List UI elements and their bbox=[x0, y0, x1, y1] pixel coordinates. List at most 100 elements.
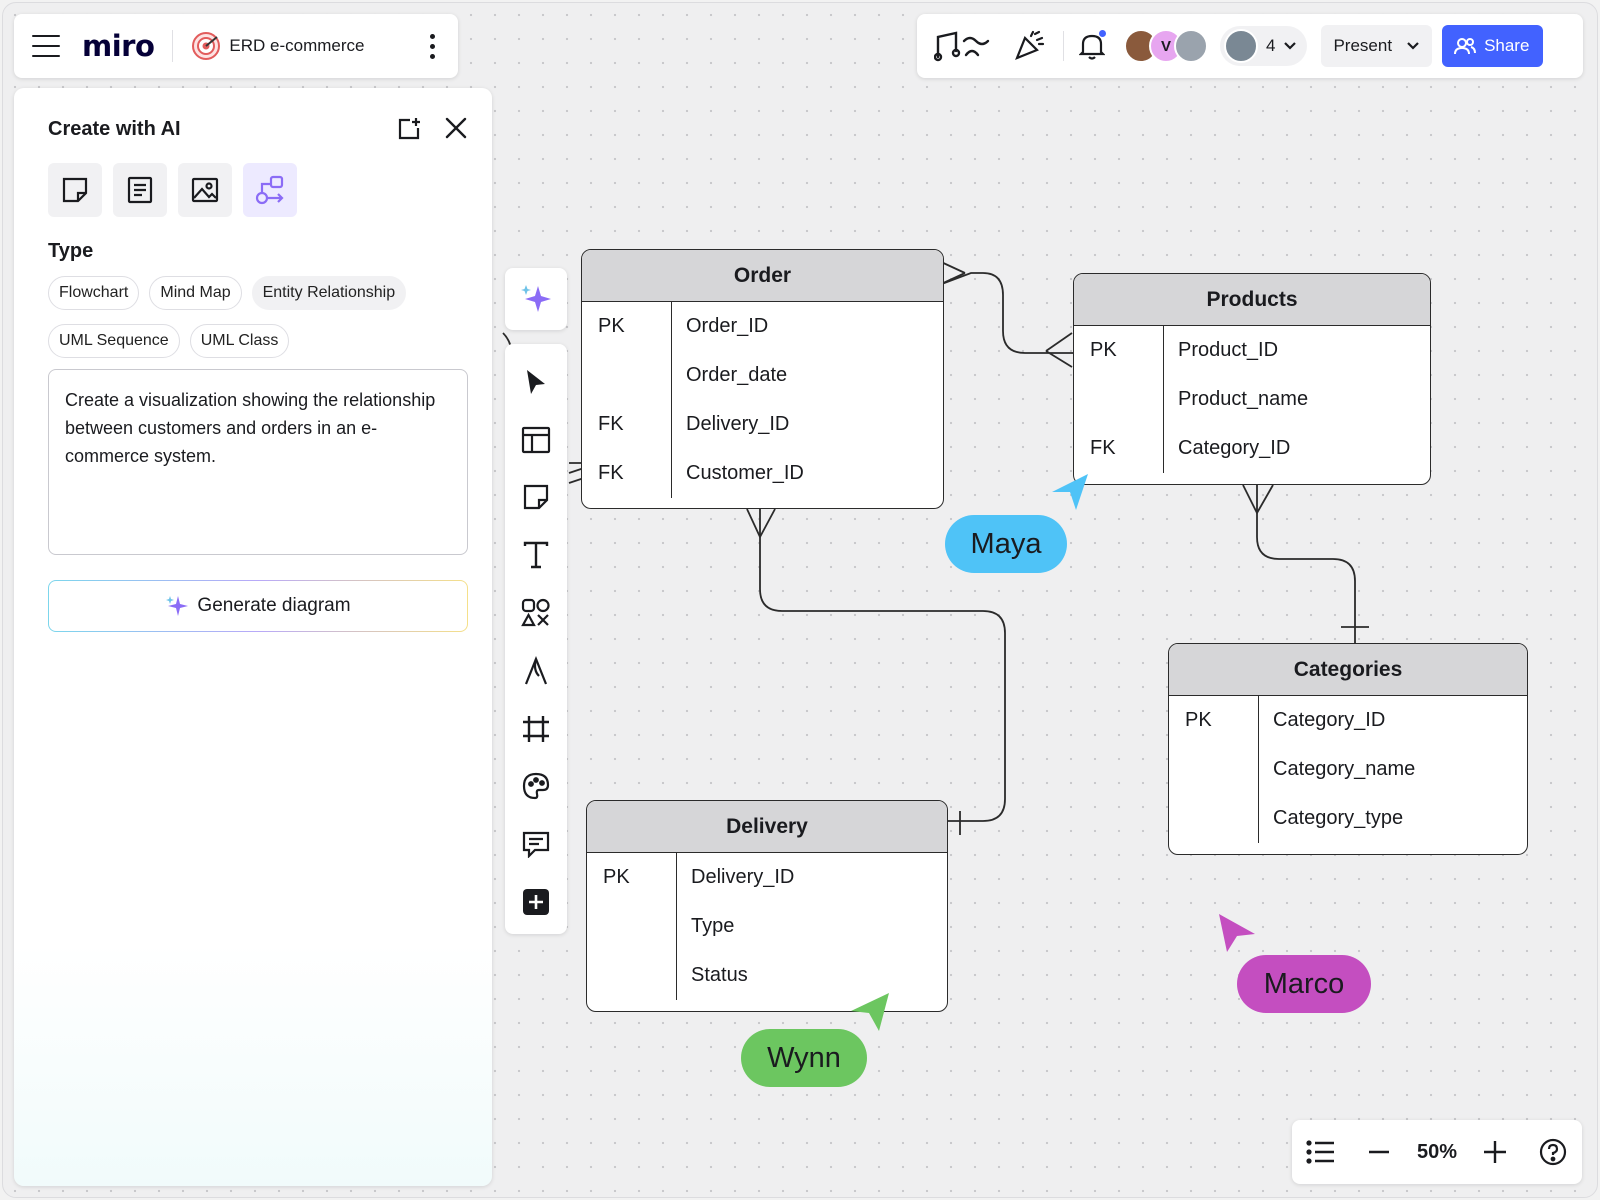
divider bbox=[172, 30, 174, 62]
frame-tool[interactable] bbox=[513, 703, 559, 755]
avatar[interactable] bbox=[1174, 29, 1208, 63]
key-cell: PK bbox=[1185, 709, 1212, 731]
document-icon bbox=[127, 176, 153, 204]
field-cell: Type bbox=[691, 915, 735, 937]
key-cell bbox=[1074, 375, 1163, 424]
erd-table-categories[interactable]: Categories PK Category_ID Category_name … bbox=[1168, 643, 1528, 855]
music-icon[interactable] bbox=[931, 26, 995, 66]
more-options-icon[interactable] bbox=[428, 33, 436, 59]
field-cell: Category_name bbox=[1273, 758, 1416, 780]
stickers-tool[interactable] bbox=[513, 761, 559, 813]
palette-icon bbox=[522, 773, 550, 800]
chip-entity-relationship[interactable]: Entity Relationship bbox=[251, 276, 407, 310]
field-cell: Category_ID bbox=[1178, 437, 1291, 459]
plus-square-icon bbox=[523, 889, 549, 916]
key-cell bbox=[582, 351, 671, 400]
templates-tool[interactable] bbox=[513, 414, 559, 466]
list-icon bbox=[1306, 1140, 1334, 1164]
field-cell: Product_ID bbox=[1178, 339, 1279, 361]
key-cell: FK bbox=[598, 413, 624, 435]
pen-tool[interactable] bbox=[513, 645, 559, 697]
prompt-input[interactable]: Create a visualization showing the relat… bbox=[48, 369, 468, 555]
creation-toolbar bbox=[505, 344, 567, 934]
key-cell: FK bbox=[1090, 437, 1116, 459]
type-label: Type bbox=[48, 240, 94, 262]
present-button[interactable]: Present bbox=[1321, 25, 1433, 67]
hamburger-menu-icon[interactable] bbox=[32, 35, 60, 57]
cursor-name-marco: Marco bbox=[1237, 955, 1371, 1013]
field-cell: Order_ID bbox=[686, 315, 769, 337]
cursor-name-wynn: Wynn bbox=[741, 1029, 867, 1087]
chevron-down-icon bbox=[1407, 42, 1419, 50]
chip-mind-map[interactable]: Mind Map bbox=[149, 276, 242, 310]
wynn-cursor-icon bbox=[851, 993, 889, 1031]
comment-tool[interactable] bbox=[513, 818, 559, 870]
sticky-note-tool[interactable] bbox=[513, 472, 559, 524]
erd-table-order[interactable]: Order PK FK FK Order_ID Order_date Deliv… bbox=[581, 249, 944, 509]
chip-uml-sequence[interactable]: UML Sequence bbox=[48, 324, 180, 358]
field-cell: Product_name bbox=[1178, 388, 1309, 410]
board-title[interactable]: ERD e-commerce bbox=[229, 36, 365, 55]
text-icon bbox=[523, 542, 549, 569]
help-button[interactable] bbox=[1533, 1132, 1573, 1172]
diagram-tool[interactable] bbox=[243, 163, 297, 217]
key-cell bbox=[1169, 745, 1258, 794]
generate-diagram-button[interactable]: Generate diagram bbox=[48, 580, 468, 632]
shapes-tool[interactable] bbox=[513, 587, 559, 639]
marco-cursor-icon bbox=[1219, 914, 1255, 952]
ai-sparkle-button[interactable] bbox=[505, 268, 567, 330]
table-title: Categories bbox=[1169, 644, 1527, 696]
plus-icon bbox=[1483, 1141, 1506, 1163]
chip-flowchart[interactable]: Flowchart bbox=[48, 276, 140, 310]
comment-icon bbox=[522, 832, 550, 859]
document-tool[interactable] bbox=[113, 163, 167, 217]
zoom-controls: 50% bbox=[1292, 1120, 1582, 1184]
celebrate-icon[interactable] bbox=[1009, 26, 1049, 66]
image-tool[interactable] bbox=[178, 163, 232, 217]
cursor-name-maya: Maya bbox=[945, 515, 1067, 573]
image-icon bbox=[191, 177, 219, 203]
layout-icon bbox=[521, 426, 551, 453]
users-icon bbox=[1454, 38, 1477, 55]
field-cell: Customer_ID bbox=[686, 462, 804, 484]
sticky-note-tool[interactable] bbox=[48, 163, 102, 217]
frame-icon bbox=[523, 715, 549, 742]
close-icon[interactable] bbox=[444, 116, 468, 140]
pen-icon bbox=[524, 655, 548, 685]
zoom-level[interactable]: 50% bbox=[1416, 1140, 1457, 1163]
key-cell bbox=[587, 902, 676, 951]
open-in-new-icon[interactable] bbox=[396, 116, 422, 142]
more-apps-tool[interactable] bbox=[513, 876, 559, 928]
collaboration-header: V 4 Present Share bbox=[917, 14, 1583, 78]
share-label: Share bbox=[1484, 36, 1530, 55]
diagram-icon bbox=[255, 175, 284, 205]
share-button[interactable]: Share bbox=[1442, 25, 1544, 67]
ai-sparkle-icon bbox=[521, 285, 551, 312]
key-cell: PK bbox=[1090, 339, 1117, 361]
key-cell: PK bbox=[603, 866, 630, 888]
cursor-arrow-icon bbox=[527, 369, 545, 394]
avatar bbox=[1224, 29, 1258, 63]
sticky-note-icon bbox=[523, 485, 549, 510]
notification-bell-icon[interactable] bbox=[1072, 26, 1112, 66]
erd-table-products[interactable]: Products PK FK Product_ID Product_name C… bbox=[1073, 273, 1431, 485]
zoom-in-button[interactable] bbox=[1475, 1132, 1515, 1172]
outline-button[interactable] bbox=[1301, 1132, 1341, 1172]
miro-logo[interactable]: miro bbox=[82, 29, 155, 63]
panel-title: Create with AI bbox=[48, 117, 181, 140]
divider bbox=[1063, 31, 1064, 61]
minus-icon bbox=[1368, 1150, 1389, 1154]
text-tool[interactable] bbox=[513, 529, 559, 581]
key-cell: PK bbox=[598, 315, 625, 337]
more-users-button[interactable]: 4 bbox=[1220, 26, 1308, 66]
shapes-icon bbox=[521, 598, 550, 627]
select-tool[interactable] bbox=[513, 356, 559, 408]
chip-uml-class[interactable]: UML Class bbox=[189, 324, 290, 358]
field-cell: Category_type bbox=[1273, 807, 1404, 829]
diagram-type-chips: Flowchart Mind Map Entity Relationship U… bbox=[48, 276, 478, 358]
zoom-out-button[interactable] bbox=[1359, 1132, 1399, 1172]
erd-table-delivery[interactable]: Delivery PK Delivery_ID Type Status bbox=[586, 800, 948, 1012]
board-target-icon bbox=[192, 32, 221, 60]
field-cell: Delivery_ID bbox=[691, 866, 795, 888]
collaborator-avatars[interactable]: V bbox=[1124, 29, 1208, 63]
